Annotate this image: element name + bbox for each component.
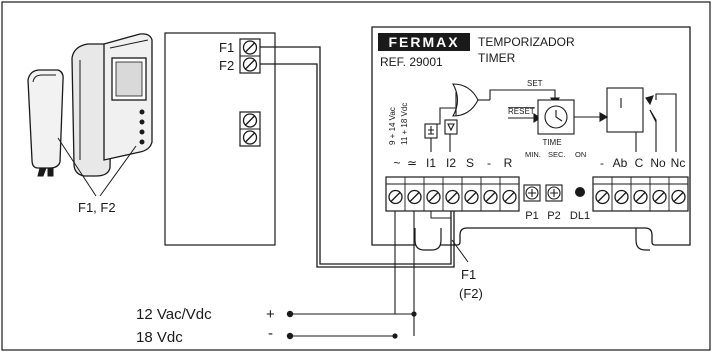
brand-name: FERMAX	[388, 34, 459, 50]
time-label: TIME	[542, 138, 561, 147]
wire-f2-label: (F2)	[459, 286, 483, 301]
trimmer-p2	[545, 184, 563, 202]
trimmer-p2-label: P2	[547, 210, 560, 222]
distributor-f1-label: F1	[219, 40, 234, 55]
power-minus-sign: -	[268, 325, 273, 342]
terminal-label-minus: -	[487, 156, 491, 170]
terminal-label-r: R	[504, 156, 513, 170]
fermax-logo: FERMAX	[378, 33, 470, 51]
junction-dot-1	[411, 311, 417, 317]
power-label-line2: 18 Vdc	[136, 329, 183, 346]
sec-label: SEC.	[548, 150, 566, 159]
distributor-f2-label: F2	[219, 58, 234, 73]
terminal-label-i1: I1	[426, 156, 436, 170]
mounting-slot-left	[414, 228, 442, 251]
on-label: ON	[575, 150, 586, 159]
supply-dc-label: 11 + 18 Vdc	[400, 103, 409, 145]
terminal-label-ac: ~	[393, 156, 400, 170]
mounting-slot-right	[635, 228, 650, 251]
terminal-label-minus-2: -	[600, 156, 604, 170]
set-label: SET	[527, 79, 543, 88]
power-terminal-plus	[286, 310, 294, 318]
module-reference: REF. 29001	[380, 55, 443, 69]
reset-label: RESET	[508, 107, 535, 116]
distributor-terminal-block	[239, 38, 261, 74]
supply-ac-label: 9 + 14 Vac	[388, 107, 397, 145]
terminal-labels: ~ ≃ I1 I2 S - R - Ab C No Nc	[393, 156, 685, 170]
terminal-label-s: S	[466, 156, 474, 170]
led-indicator	[575, 187, 585, 197]
monitor-callout-label: F1, F2	[78, 200, 116, 215]
junction-dot-2	[392, 333, 398, 339]
distributor-terminal-block-lower	[239, 111, 261, 147]
handset-monitor-illustration	[27, 33, 153, 197]
module-title-es: TEMPORIZADOR	[478, 35, 575, 49]
terminal-label-i2: I2	[446, 156, 456, 170]
power-label-line1: 12 Vac/Vdc	[136, 306, 212, 323]
module-title-en: TIMER	[478, 51, 516, 65]
terminal-label-no: No	[650, 156, 666, 170]
terminal-label-ab: Ab	[613, 156, 628, 170]
terminal-label-acdc: ≃	[407, 156, 417, 170]
trimmer-p1-label: P1	[525, 210, 538, 222]
terminal-strip-left	[385, 176, 520, 212]
trimmer-p1	[523, 184, 541, 202]
timer-logic-schematic	[424, 83, 677, 152]
terminal-strip-right	[592, 176, 689, 212]
power-plus-sign: +	[266, 306, 275, 323]
wire-f1-label: F1	[461, 267, 476, 282]
led-label: DL1	[570, 210, 590, 222]
power-terminal-minus	[286, 332, 294, 340]
terminal-label-c: C	[635, 156, 644, 170]
min-label: MIN.	[525, 150, 541, 159]
terminal-label-nc: Nc	[671, 156, 686, 170]
